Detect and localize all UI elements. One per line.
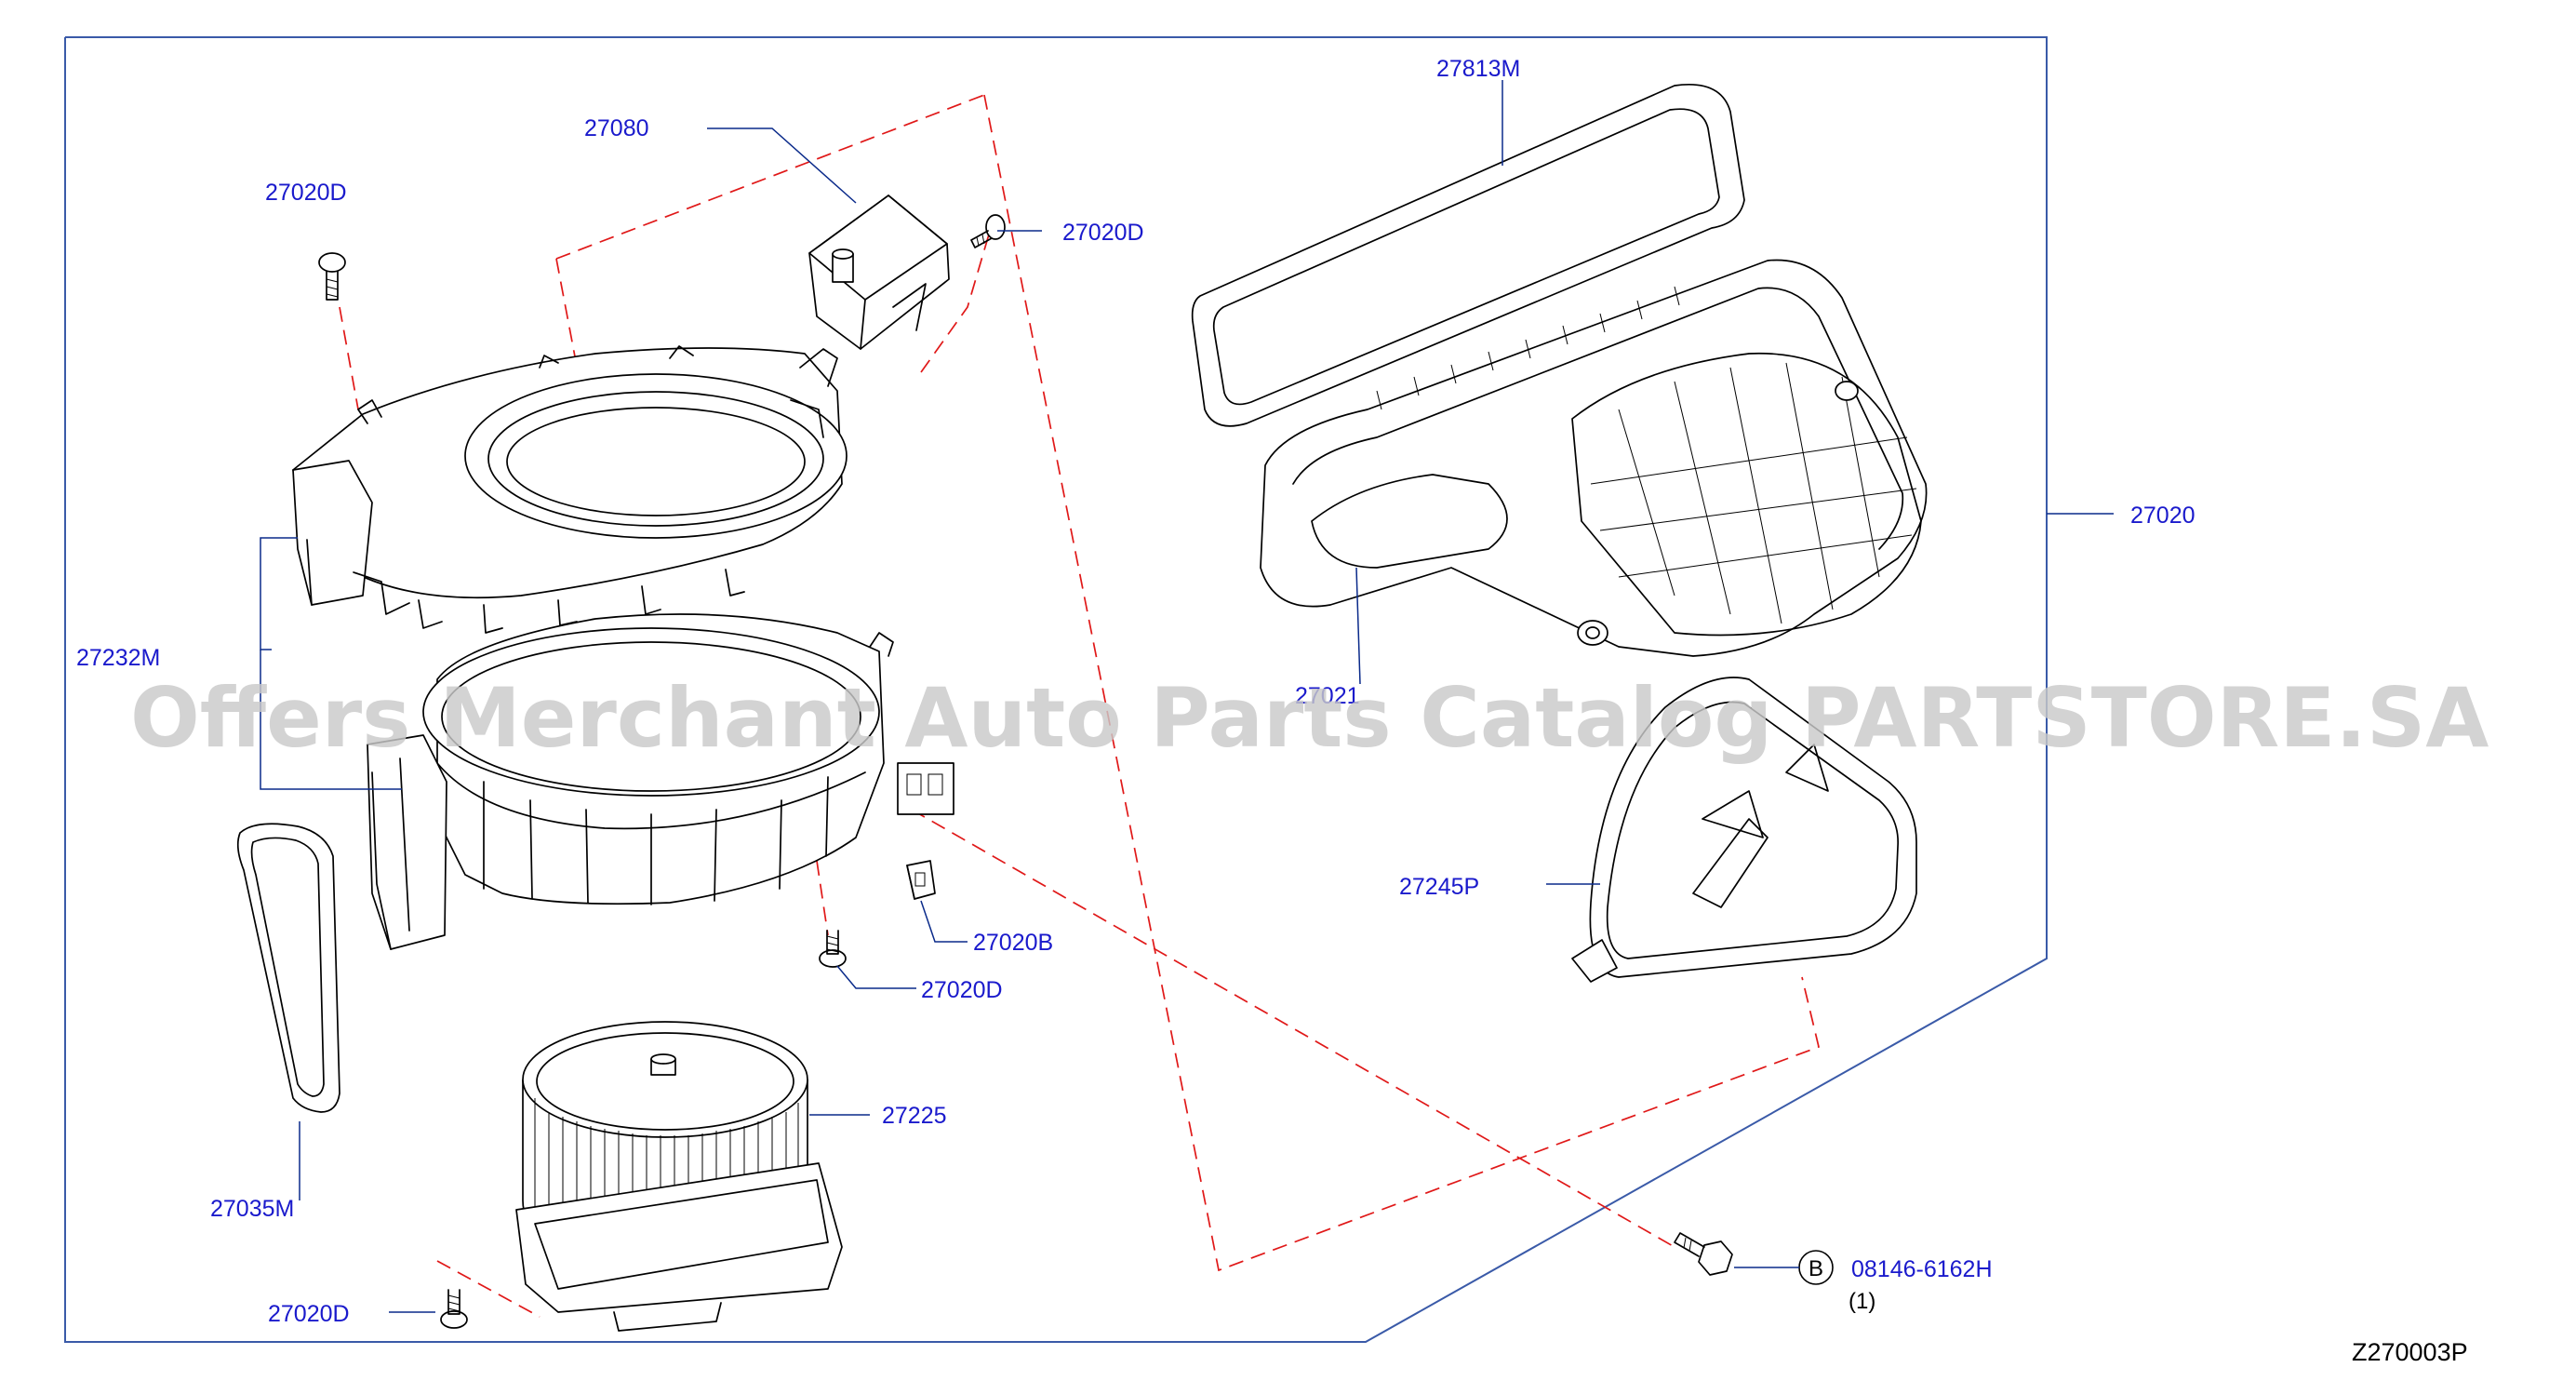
leader-lines [260, 80, 2114, 1313]
upper-housing [292, 345, 848, 634]
label-27035M[interactable]: 27035M [210, 1196, 294, 1222]
label-27020B[interactable]: 27020B [973, 930, 1053, 956]
screw-bottom [440, 1289, 468, 1329]
gasket-27035M [236, 823, 340, 1113]
label-27225[interactable]: 27225 [882, 1103, 947, 1129]
label-27020D-top-right[interactable]: 27020D [1062, 220, 1144, 246]
label-bolt-quantity: (1) [1849, 1289, 1875, 1314]
module-27080 [808, 194, 950, 350]
label-27245P[interactable]: 27245P [1399, 874, 1479, 900]
label-27232M[interactable]: 27232M [76, 645, 160, 671]
label-27020D-bottom[interactable]: 27020D [268, 1301, 350, 1327]
label-27813M[interactable]: 27813M [1436, 56, 1520, 82]
label-27020D-mid[interactable]: 27020D [921, 977, 1003, 1003]
lower-housing [367, 613, 954, 950]
intake-duct-27021 [1260, 259, 1928, 657]
seal-27813M [1191, 84, 1745, 427]
callout-b-letter: B [1809, 1256, 1823, 1281]
watermark: Offers Merchant Auto Parts Catalog PARTS… [130, 670, 2489, 766]
diagram-code: Z270003P [2352, 1338, 2468, 1366]
assembly-frame [64, 36, 2048, 1343]
assembly-dashed-lines [339, 94, 1821, 1318]
part-labels: 27080 27020D 27020D 27232M 27020B 27020D… [76, 56, 2468, 1366]
clip-27020B [906, 860, 936, 900]
screw-mid [819, 930, 847, 968]
label-27020[interactable]: 27020 [2130, 503, 2196, 529]
cover-27245P [1571, 677, 1917, 983]
screw-top-right [970, 214, 1006, 248]
bolt-08146-6162H [1674, 1232, 1733, 1276]
blower-motor-27225 [515, 1021, 843, 1332]
label-27020D-top-left[interactable]: 27020D [265, 180, 347, 206]
label-27080[interactable]: 27080 [584, 115, 649, 141]
screw-top-left [318, 252, 346, 301]
label-27021[interactable]: 27021 [1295, 683, 1360, 709]
label-08146-6162H[interactable]: 08146-6162H [1851, 1256, 1993, 1282]
